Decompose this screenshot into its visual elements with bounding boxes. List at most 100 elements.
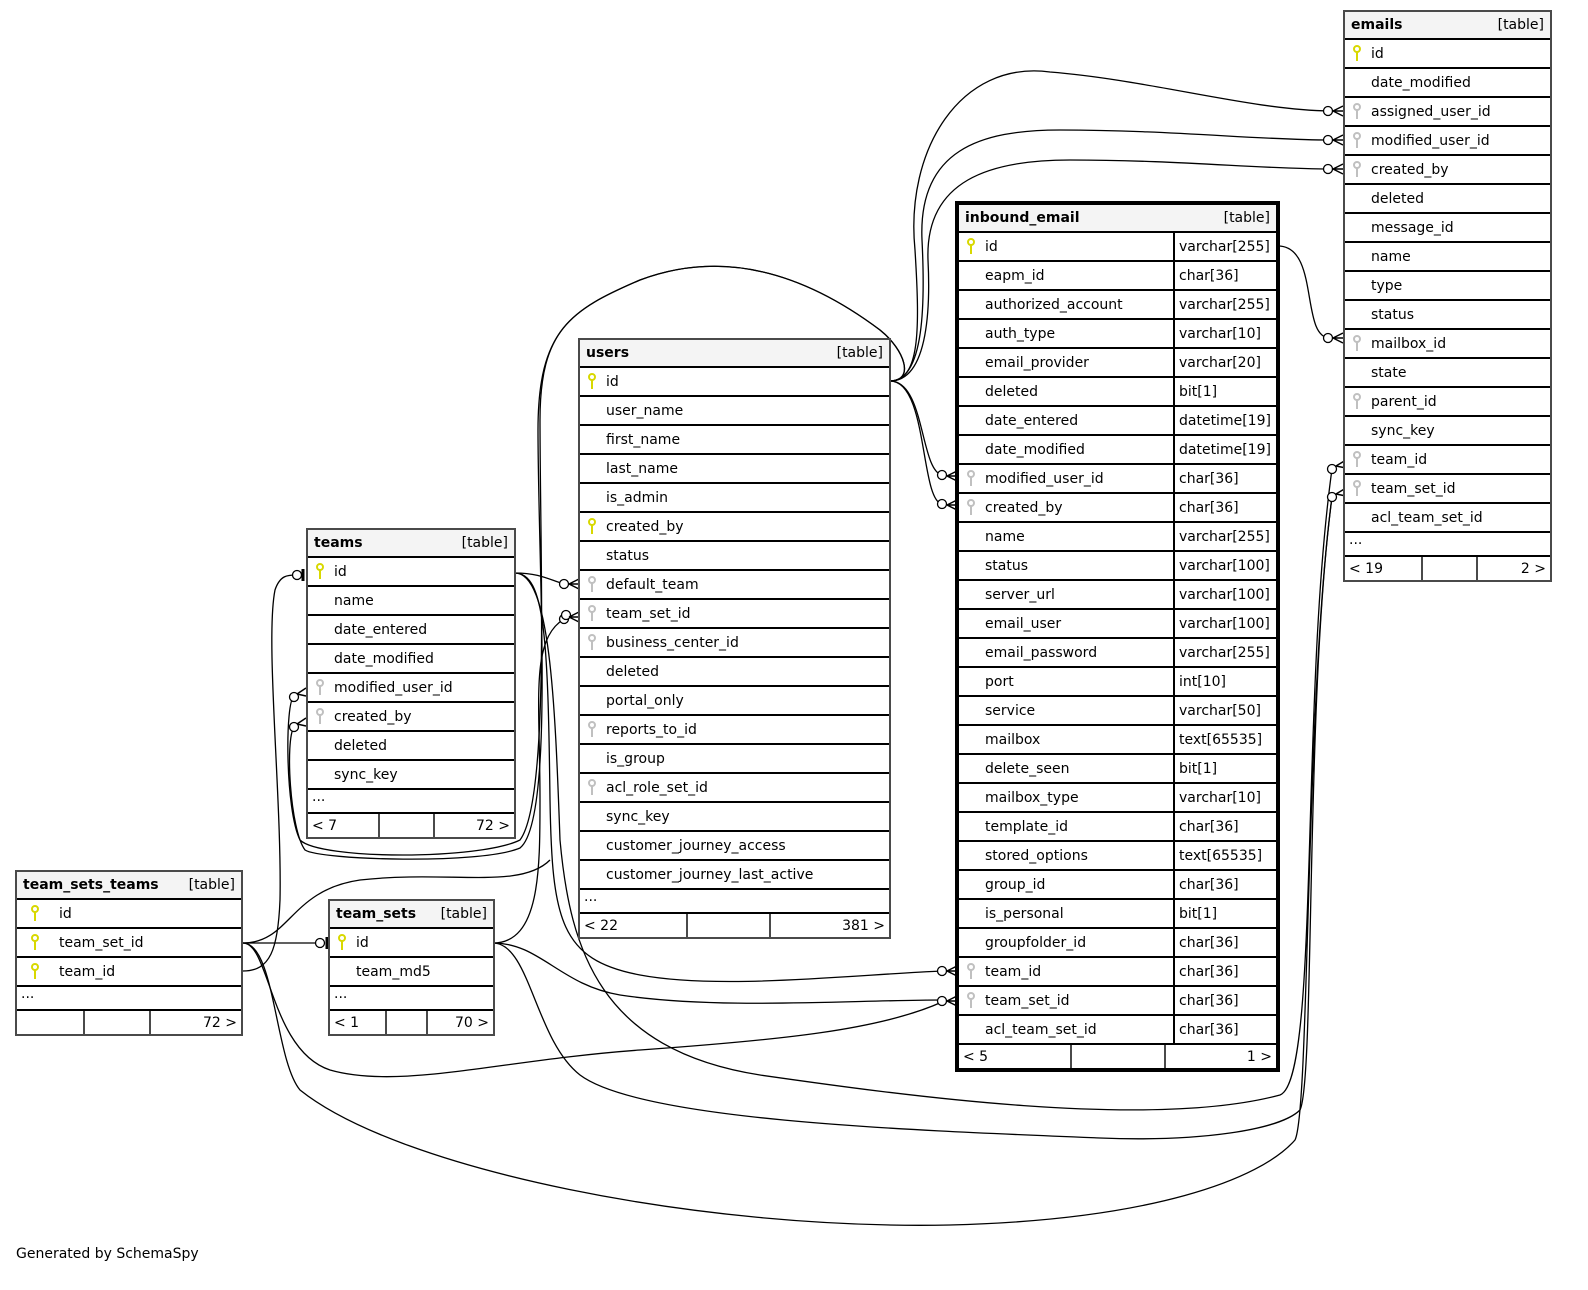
column-row[interactable]: created_by bbox=[308, 703, 514, 732]
table-name[interactable]: team_sets_teams bbox=[23, 877, 159, 893]
column-row[interactable]: id bbox=[308, 558, 514, 587]
column-row[interactable]: created_by bbox=[1345, 156, 1550, 185]
parent-count-link[interactable] bbox=[17, 1011, 85, 1034]
column-row[interactable]: deleted bbox=[308, 732, 514, 761]
child-count-link[interactable]: 2 > bbox=[1520, 560, 1546, 577]
column-row[interactable]: acl_team_set_id bbox=[1345, 504, 1550, 533]
column-row[interactable]: customer_journey_last_active bbox=[580, 861, 889, 890]
column-row[interactable]: assigned_user_id bbox=[1345, 98, 1550, 127]
column-row[interactable]: default_team bbox=[580, 571, 889, 600]
column-row[interactable]: id bbox=[1345, 40, 1550, 69]
column-row[interactable]: type bbox=[1345, 272, 1550, 301]
column-row[interactable]: user_name bbox=[580, 397, 889, 426]
column-row[interactable]: id bbox=[17, 900, 241, 929]
column-row[interactable]: status bbox=[580, 542, 889, 571]
column-row[interactable]: modified_user_id bbox=[1345, 127, 1550, 156]
table-name[interactable]: teams bbox=[314, 535, 363, 551]
column-row[interactable]: acl_role_set_id bbox=[580, 774, 889, 803]
column-row[interactable]: is_admin bbox=[580, 484, 889, 513]
column-row[interactable]: team_id bbox=[1345, 446, 1550, 475]
column-row[interactable]: id bbox=[580, 368, 889, 397]
column-row[interactable]: sync_key bbox=[308, 761, 514, 790]
column-row[interactable]: parent_id bbox=[1345, 388, 1550, 417]
parent-count-link[interactable]: < 5 bbox=[959, 1045, 1072, 1068]
column-row[interactable]: first_name bbox=[580, 426, 889, 455]
column-row[interactable]: date_entered bbox=[308, 616, 514, 645]
child-count-link[interactable]: 70 > bbox=[455, 1014, 489, 1031]
column-row[interactable]: modified_user_id bbox=[308, 674, 514, 703]
column-row[interactable]: team_id bbox=[17, 958, 241, 987]
column-row[interactable]: date_modified bbox=[308, 645, 514, 674]
column-row[interactable]: date_modified bbox=[1345, 69, 1550, 98]
column-row[interactable]: portal_only bbox=[580, 687, 889, 716]
parent-count-link[interactable]: < 1 bbox=[330, 1011, 387, 1034]
column-row[interactable]: deleted bbox=[580, 658, 889, 687]
column-row[interactable]: mailbox_id bbox=[1345, 330, 1550, 359]
column-row[interactable]: sync_key bbox=[580, 803, 889, 832]
column-row[interactable]: is_group bbox=[580, 745, 889, 774]
column-row[interactable]: team_md5 bbox=[330, 958, 493, 987]
parent-count-link[interactable]: < 19 bbox=[1345, 557, 1424, 580]
column-row[interactable]: status bbox=[1345, 301, 1550, 330]
table-name[interactable]: inbound_email bbox=[965, 210, 1080, 226]
column-row[interactable]: last_name bbox=[580, 455, 889, 484]
column-row[interactable]: created_by bbox=[580, 513, 889, 542]
child-count-link[interactable]: 381 > bbox=[842, 917, 885, 934]
child-count-link[interactable]: 1 > bbox=[1246, 1048, 1272, 1065]
column-row[interactable]: sync_key bbox=[1345, 417, 1550, 446]
column-row[interactable]: state bbox=[1345, 359, 1550, 388]
table-name[interactable]: emails bbox=[1351, 17, 1403, 33]
column-row[interactable]: customer_journey_access bbox=[580, 832, 889, 861]
parent-count-link[interactable]: < 7 bbox=[308, 814, 380, 837]
table-name[interactable]: users bbox=[586, 345, 630, 361]
column-row[interactable]: team_set_id bbox=[17, 929, 241, 958]
table-name[interactable]: team_sets bbox=[336, 906, 417, 922]
column-row[interactable]: team_set_id bbox=[1345, 475, 1550, 504]
column-row[interactable]: deleted bbox=[1345, 185, 1550, 214]
column-row[interactable]: team_set_id bbox=[580, 600, 889, 629]
column-row[interactable]: id bbox=[330, 929, 493, 958]
column-row[interactable]: business_center_id bbox=[580, 629, 889, 658]
column-row[interactable]: name bbox=[1345, 243, 1550, 272]
column-row[interactable]: message_id bbox=[1345, 214, 1550, 243]
child-count-link[interactable]: 72 > bbox=[203, 1014, 237, 1031]
column-row[interactable]: reports_to_id bbox=[580, 716, 889, 745]
child-count-link[interactable]: 72 > bbox=[476, 817, 510, 834]
column-row[interactable]: name bbox=[308, 587, 514, 616]
parent-count-link[interactable]: < 22 bbox=[580, 914, 688, 937]
